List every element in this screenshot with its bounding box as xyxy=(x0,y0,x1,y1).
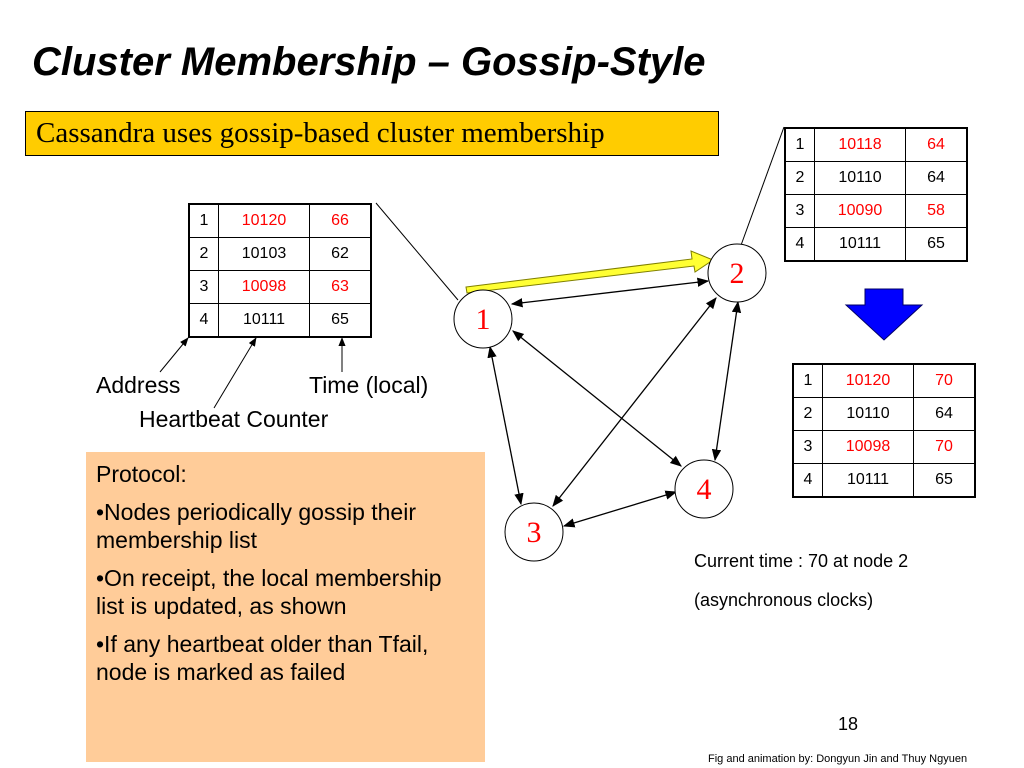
address-cell: 2 xyxy=(784,161,815,195)
heartbeat-cell: 10090 xyxy=(814,194,906,228)
table-row: 4 10111 65 xyxy=(784,227,968,262)
address-annotation: Address xyxy=(96,372,181,398)
address-cell: 4 xyxy=(784,227,815,262)
table-row: 2 10110 64 xyxy=(784,161,968,195)
protocol-heading: Protocol: xyxy=(96,461,187,487)
time-cell: 65 xyxy=(913,463,976,498)
address-cell: 3 xyxy=(784,194,815,228)
clocks-note: (asynchronous clocks) xyxy=(694,590,874,610)
time-cell: 62 xyxy=(309,237,372,271)
table-row: 3 10098 63 xyxy=(188,270,372,304)
time-cell: 64 xyxy=(905,161,968,195)
protocol-bullet: •On receipt, the local membership list i… xyxy=(96,565,442,619)
node1-membership-table: 1 10120 66 2 10103 62 3 10098 63 4 10111… xyxy=(188,203,372,338)
page-number: 18 xyxy=(838,714,859,734)
node-2-circle xyxy=(707,243,767,303)
node-4-circle xyxy=(674,459,734,519)
edge-1-3 xyxy=(487,345,524,506)
time-cell: 65 xyxy=(309,303,372,338)
heartbeat-cell: 10111 xyxy=(822,463,914,498)
heartbeat-cell: 10098 xyxy=(218,270,310,304)
address-cell: 4 xyxy=(792,463,823,498)
edge-2-4 xyxy=(711,300,742,462)
subtitle-banner: Cassandra uses gossip-based cluster memb… xyxy=(25,111,719,156)
heartbeat-cell: 10120 xyxy=(218,203,310,238)
node-3-circle xyxy=(504,502,564,562)
update-arrow-icon xyxy=(844,288,924,341)
edge-1-2 xyxy=(510,277,710,308)
heartbeat-cell: 10110 xyxy=(822,397,914,431)
heartbeat-cell: 10118 xyxy=(814,127,906,162)
gossip-message-arrow xyxy=(465,250,715,294)
address-cell: 3 xyxy=(792,430,823,464)
table-row: 4 10111 65 xyxy=(792,463,976,498)
address-cell: 4 xyxy=(188,303,219,338)
heartbeat-cell: 10098 xyxy=(822,430,914,464)
node-2-label: 2 xyxy=(730,257,745,290)
time-cell: 58 xyxy=(905,194,968,228)
node-4: 4 xyxy=(674,459,734,519)
address-cell: 3 xyxy=(188,270,219,304)
node-2: 2 xyxy=(707,243,767,303)
current-time-note: Current time : 70 at node 2 xyxy=(694,551,909,571)
table-row: 1 10120 70 xyxy=(792,363,976,398)
time-cell: 63 xyxy=(309,270,372,304)
protocol-box: Protocol: •Nodes periodically gossip the… xyxy=(86,452,485,762)
credit-line: Fig and animation by: Dongyun Jin and Th… xyxy=(708,753,968,765)
address-cell: 1 xyxy=(188,203,219,238)
time-cell: 64 xyxy=(905,127,968,162)
heartbeat-annotation: Heartbeat Counter xyxy=(139,406,329,432)
node2-membership-table-after: 1 10120 70 2 10110 64 3 10098 70 4 10111… xyxy=(792,363,976,498)
node-1-label: 1 xyxy=(476,303,491,336)
node-3: 3 xyxy=(504,502,564,562)
time-annotation: Time (local) xyxy=(309,372,429,398)
table-row: 3 10098 70 xyxy=(792,430,976,464)
slide-title: Cluster Membership – Gossip-Style xyxy=(32,40,706,84)
time-cell: 70 xyxy=(913,363,976,398)
table-row: 2 10103 62 xyxy=(188,237,372,271)
time-cell: 66 xyxy=(309,203,372,238)
time-cell: 65 xyxy=(905,227,968,262)
edge-3-4 xyxy=(562,490,678,528)
leader-line-node1 xyxy=(375,202,459,301)
edge-1-4 xyxy=(512,330,682,467)
protocol-bullet: •Nodes periodically gossip their members… xyxy=(96,499,416,553)
protocol-bullet: •If any heartbeat older than Tfail, node… xyxy=(96,631,429,685)
time-cell: 64 xyxy=(913,397,976,431)
heartbeat-cell: 10103 xyxy=(218,237,310,271)
pointer-heartbeat xyxy=(213,337,257,409)
edge-2-3 xyxy=(552,297,717,507)
table-row: 2 10110 64 xyxy=(792,397,976,431)
address-cell: 1 xyxy=(792,363,823,398)
address-cell: 2 xyxy=(188,237,219,271)
node-1-circle xyxy=(453,289,513,349)
table-row: 1 10120 66 xyxy=(188,203,372,238)
address-cell: 1 xyxy=(784,127,815,162)
table-row: 3 10090 58 xyxy=(784,194,968,228)
node-1: 1 xyxy=(453,289,513,349)
time-cell: 70 xyxy=(913,430,976,464)
address-cell: 2 xyxy=(792,397,823,431)
node-4-label: 4 xyxy=(697,473,712,506)
heartbeat-cell: 10120 xyxy=(822,363,914,398)
table-row: 4 10111 65 xyxy=(188,303,372,338)
pointer-address xyxy=(159,337,189,373)
heartbeat-cell: 10111 xyxy=(218,303,310,338)
heartbeat-cell: 10110 xyxy=(814,161,906,195)
node-3-label: 3 xyxy=(527,516,542,549)
node2-membership-table-before: 1 10118 64 2 10110 64 3 10090 58 4 10111… xyxy=(784,127,968,262)
heartbeat-cell: 10111 xyxy=(814,227,906,262)
table-row: 1 10118 64 xyxy=(784,127,968,162)
leader-line-node2 xyxy=(739,126,785,249)
